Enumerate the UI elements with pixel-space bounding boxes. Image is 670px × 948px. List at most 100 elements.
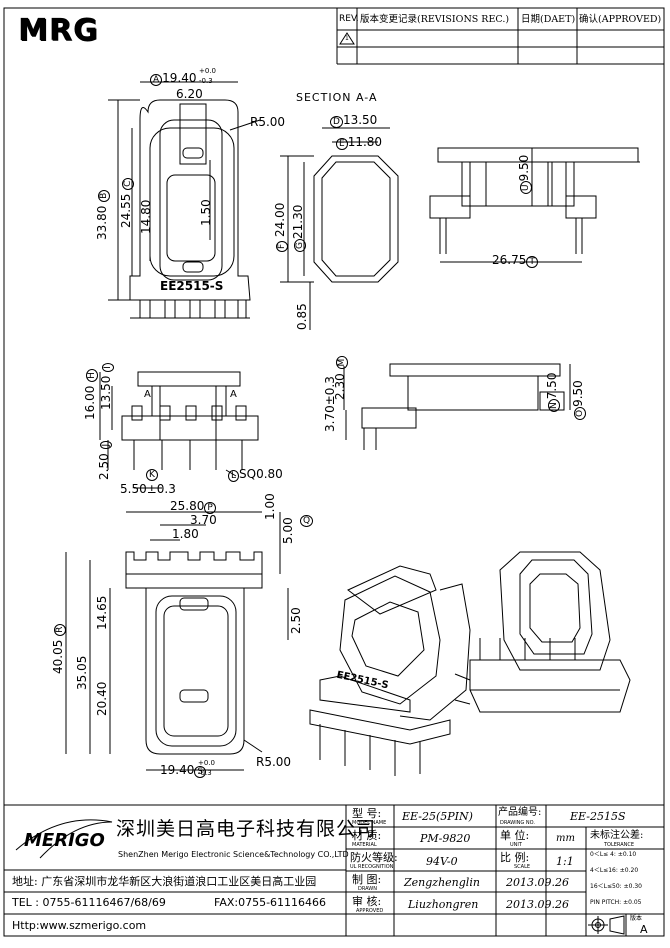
dim-370: 3.70	[190, 513, 217, 527]
version-value: A	[640, 923, 648, 936]
tolerance-line-2: 4＜L≤16: ±0.20	[590, 867, 639, 874]
drawing-no-value: EE-2515S	[570, 810, 626, 823]
dim-180: 1.80	[172, 527, 199, 541]
side-view	[429, 147, 640, 263]
dim-flange-gap: 0.85	[295, 303, 309, 330]
flame-label: 防火等级:	[350, 851, 398, 864]
model-value: EE-25(5PIN)	[402, 810, 473, 823]
rev-header: REV.	[339, 14, 359, 24]
dim-250: 2.50	[289, 607, 303, 634]
frame-border	[3, 7, 665, 937]
dim-b: 33.80 B	[95, 189, 110, 240]
drawn-label-en: DRAWN	[358, 886, 377, 892]
version-label: 版本	[630, 915, 643, 922]
dim-s-tol-minus: -0.3	[198, 769, 212, 777]
section-label: SECTION A-A	[296, 91, 378, 104]
dim-2040: 20.40	[95, 681, 109, 716]
dim-j: 2.50 J	[97, 440, 112, 480]
revision-table-grid	[336, 8, 664, 65]
dim-inner-height: 14.80	[139, 199, 153, 234]
dim-c: 24.55 C	[119, 177, 134, 228]
company-name-en: ShenZhen Merigo Electronic Science&Techn…	[118, 850, 349, 859]
date-header: 日期(DAET)	[521, 14, 576, 25]
model-label: 型 号:	[352, 807, 382, 820]
dim-a-tol-plus: +0.0	[199, 67, 216, 75]
dim-pin-length: 3.70±0.3	[323, 376, 337, 432]
dim-q: Q	[300, 515, 314, 527]
dim-3505: 35.05	[75, 655, 89, 690]
drawn-value: Zengzhenglin	[404, 876, 480, 889]
company-tel: TEL : 0755-61116467/68/69	[12, 896, 166, 909]
drawing-no-label-en: DRAWING NO.	[500, 820, 535, 826]
dim-top-radius: R5.00	[250, 115, 286, 129]
revision-triangle-icon	[339, 32, 355, 45]
approved-label-en: APPROVED	[356, 908, 384, 914]
revision-record-header: 版本变更记录(REVISIONS REC.)	[360, 14, 510, 25]
company-name-cn: 深圳美日高电子科技有限公司	[116, 818, 377, 840]
company-logo: MERIGO	[24, 830, 105, 851]
dim-k-circle: K	[146, 469, 158, 481]
dim-o: O9.50	[571, 380, 586, 420]
dim-i: 13.50 I	[99, 363, 114, 410]
approved-header: 确认(APPROVED)	[579, 14, 662, 25]
drawing-no-label: 产品编号:	[498, 807, 542, 818]
dim-k: 5.50±0.3	[120, 482, 176, 496]
drawn-label: 制 图:	[352, 873, 382, 886]
tolerance-title-en: TOLERANCE	[604, 842, 635, 848]
section-view	[280, 127, 399, 330]
material-value: PM-9820	[420, 832, 471, 845]
model-label-en: MODEL NAME	[352, 820, 387, 826]
title-block-grid	[4, 804, 664, 936]
unit-label: 单 位:	[500, 829, 530, 842]
dim-slot: 1.50	[199, 199, 213, 226]
dim-a-tol-minus: -0.3	[199, 77, 213, 85]
bottom-view	[65, 511, 289, 771]
flame-value: 94V-0	[426, 855, 458, 868]
section-arrow-right: A	[230, 389, 237, 400]
dim-bottom-radius: R5.00	[256, 755, 292, 769]
scale-label-en: SCALE	[514, 864, 531, 870]
drawn-date: 2013.09.26	[506, 876, 569, 889]
company-fax: FAX:0755-61116466	[214, 896, 327, 909]
top-view	[108, 81, 261, 319]
flame-label-en: UL RECOGNITION	[350, 864, 394, 870]
dim-g: G21.30	[291, 205, 306, 252]
dim-1465: 14.65	[95, 595, 109, 630]
revision-marker: 1	[345, 35, 349, 42]
dim-u: U9.50	[517, 155, 532, 194]
model-mark: EE2515-S	[160, 279, 224, 293]
dim-f: F 24.00	[273, 203, 288, 252]
front-view	[99, 371, 259, 489]
company-address: 地址: 广东省深圳市龙华新区大浪街道浪口工业区美日高工业园	[12, 875, 317, 888]
dim-500: 5.00	[281, 517, 295, 544]
company-logo-swoosh-icon	[15, 819, 113, 859]
approved-label: 审 核:	[352, 895, 382, 908]
isometric-view-2	[454, 551, 631, 713]
approved-date: 2013.09.26	[506, 898, 569, 911]
scale-value: 1:1	[556, 855, 574, 868]
tolerance-line-4: PIN PITCH: ±0.05	[590, 899, 642, 906]
tolerance-line-3: 16＜L≤50: ±0.30	[590, 883, 642, 890]
unit-label-en: UNIT	[510, 842, 522, 848]
unit-value: mm	[556, 833, 575, 844]
projection-symbol-icon	[588, 915, 625, 935]
company-website: Http:www.szmerigo.com	[12, 919, 147, 932]
dim-r: 40.05 R	[51, 623, 66, 674]
dim-h: 16.00 H	[83, 369, 98, 420]
side-view-2	[343, 363, 571, 450]
material-label-en: MATERIAL	[352, 842, 377, 848]
isometric-view-1	[309, 565, 471, 776]
tolerance-title: 未标注公差:	[590, 830, 644, 841]
dim-top-width: 6.20	[176, 87, 203, 101]
dim-n: N7.50	[545, 373, 560, 412]
logo: MRG	[18, 13, 99, 48]
dim-100: 1.00	[263, 493, 277, 520]
